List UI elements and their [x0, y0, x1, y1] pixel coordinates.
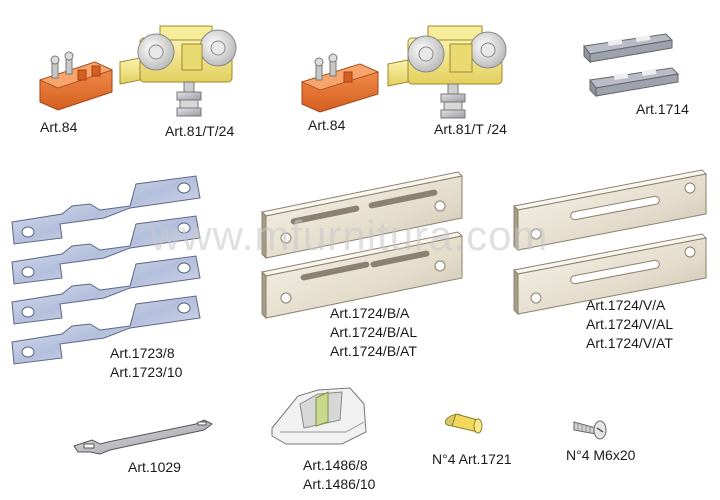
label-art1724-b-at: Art.1724/B/AT: [330, 343, 417, 359]
label-m6x20: N°4 M6x20: [566, 447, 636, 463]
label-art81-left: Art.81/T/24: [165, 123, 235, 139]
art84-bracket-left: [38, 51, 114, 111]
label-art84-right: Art.84: [308, 117, 346, 133]
art1714-track-stops: [583, 33, 680, 98]
m6x20-screw: [573, 420, 607, 440]
label-art1486-10: Art.1486/10: [303, 476, 376, 492]
label-art1724-v-al: Art.1724/V/AL: [586, 316, 674, 332]
art81-roller-carriage-left: [119, 25, 237, 117]
label-art1723-10: Art.1723/10: [110, 364, 183, 380]
art1723-plates: [11, 175, 201, 365]
watermark: www.mfurnitura.com: [150, 212, 549, 259]
label-art1723-8: Art.1723/8: [110, 345, 175, 361]
label-art81-right: Art.81/T /24: [434, 121, 507, 137]
art1724b-plates: [260, 171, 464, 320]
art1721-bushing: [444, 413, 483, 434]
art1029-adjustment-key: [73, 419, 213, 455]
label-art1724-v-at: Art.1724/V/AT: [586, 335, 673, 351]
art81-roller-carriage-right: [387, 25, 507, 119]
label-art1724-b-al: Art.1724/B/AL: [330, 324, 418, 340]
label-art1486-8: Art.1486/8: [303, 457, 368, 473]
art1724v-plates: [512, 169, 708, 316]
label-art1714: Art.1714: [636, 101, 689, 117]
label-art1029: Art.1029: [128, 459, 181, 475]
label-art84-left: Art.84: [40, 119, 78, 135]
label-art1721: N°4 Art.1721: [432, 451, 512, 467]
label-art1724-v-a: Art.1724/V/A: [586, 297, 666, 313]
art1486-floor-guide: [271, 387, 367, 445]
art84-bracket-right: [300, 53, 380, 113]
label-art1724-b-a: Art.1724/B/A: [330, 305, 410, 321]
